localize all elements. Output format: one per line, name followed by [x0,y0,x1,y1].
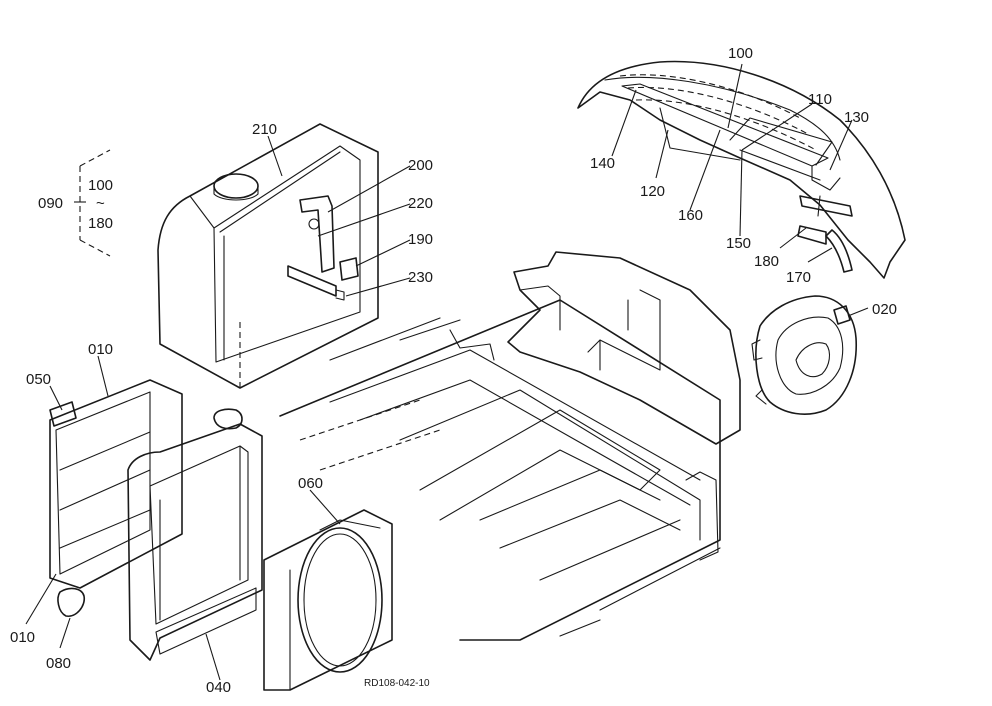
drawing-reference: RD108-042-10 [364,678,430,689]
part-label-060: 060 [298,475,323,492]
part-label-140: 140 [590,155,615,172]
base-frame [279,299,721,641]
part-label-050: 050 [26,371,51,388]
part-label-150: 150 [726,235,751,252]
fan-shroud [263,509,393,691]
part-label-130: 130 [844,109,869,126]
part-label-100: 100 [728,45,753,62]
part-label-010-top: 010 [88,341,113,358]
part-label-210: 210 [252,121,277,138]
set-bracket [74,149,111,257]
fan-cover [751,295,857,415]
part-label-110: 110 [808,91,832,108]
floor-panel [507,251,741,445]
part-label-190: 190 [408,231,433,248]
leader-lines [25,63,869,681]
part-label-170: 170 [786,269,811,286]
part-label-090: 090 [38,195,63,212]
part-label-180: 180 [754,253,779,270]
part-label-200: 200 [408,157,433,174]
part-label-020: 020 [872,301,897,318]
part-labels: 210 200 220 190 230 090 100 ~ 180 100 11… [10,45,897,696]
part-label-220: 220 [408,195,433,212]
part-label-160: 160 [678,207,703,224]
part-label-090-from: 100 [88,177,113,194]
part-label-230: 230 [408,269,433,286]
rear-hood [157,123,379,389]
part-label-010-bottom: 010 [10,629,35,646]
part-label-120: 120 [640,183,665,200]
part-label-040: 040 [206,679,231,696]
part-label-080: 080 [46,655,71,672]
oil-cooler [49,379,183,617]
front-grille-panel [577,60,906,279]
part-label-090-to: 180 [88,215,113,232]
part-label-090-tilde: ~ [96,195,105,212]
radiator [127,408,263,661]
